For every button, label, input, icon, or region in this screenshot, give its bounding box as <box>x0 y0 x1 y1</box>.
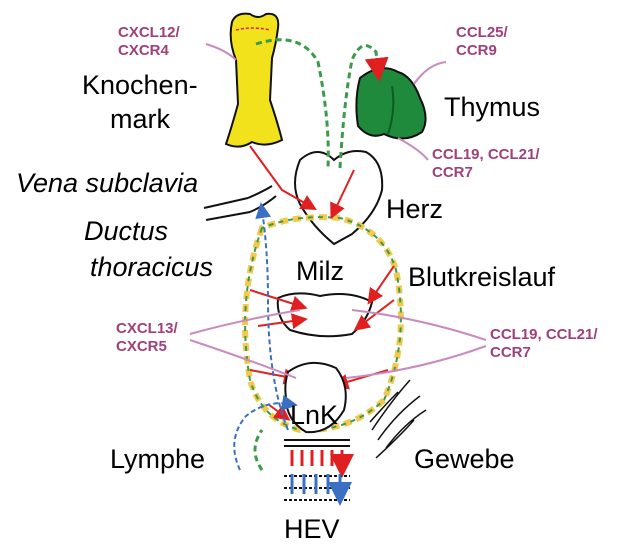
label-milz: Milz <box>296 258 344 285</box>
chemokine-line: CCR9 <box>456 42 508 60</box>
label-hev: HEV <box>284 516 340 543</box>
vena-subclavia-vessel <box>204 186 276 220</box>
label-lymphe: Lymphe <box>110 446 205 473</box>
chemokine-line: CCR7 <box>432 164 540 182</box>
chemokine-line: CXCR4 <box>118 42 180 60</box>
label-lnk: LnK <box>290 402 338 429</box>
spleen-icon <box>278 293 372 336</box>
chemokine-line: CXCL13/ <box>116 320 178 338</box>
chemokine-label-bone-marrow: CXCL12/ CXCR4 <box>118 24 180 60</box>
label-knochenmark-2: mark <box>110 106 170 133</box>
chemokine-line: CCL25/ <box>456 24 508 42</box>
bone-icon <box>226 14 282 147</box>
chemokine-label-spleen-right: CCL19, CCL21/ CCR7 <box>490 326 598 362</box>
chemokine-label-thymus-top: CCL25/ CCR9 <box>456 24 508 60</box>
label-blutkreislauf: Blutkreislauf <box>408 264 555 291</box>
chemokine-line: CCL19, CCL21/ <box>490 326 598 344</box>
chemokine-line: CCR7 <box>490 344 598 362</box>
chemokine-label-spleen-left: CXCL13/ CXCR5 <box>116 320 178 356</box>
chemokine-line: CXCR5 <box>116 338 178 356</box>
label-gewebe: Gewebe <box>414 446 515 473</box>
label-vena-subclavia: Vena subclavia <box>16 170 198 197</box>
label-thymus: Thymus <box>444 94 540 121</box>
chemokine-line: CCL19, CCL21/ <box>432 146 540 164</box>
label-thoracicus: thoracicus <box>90 254 213 281</box>
label-knochenmark-1: Knochen- <box>82 72 198 99</box>
lymph-return-arrows-blue <box>234 210 290 470</box>
label-ductus: Ductus <box>84 218 168 245</box>
thymus-icon <box>356 68 425 138</box>
hev-vessel-icon <box>284 440 350 500</box>
label-herz: Herz <box>386 196 443 223</box>
chemokine-label-thymus-bottom: CCL19, CCL21/ CCR7 <box>432 146 540 182</box>
chemokine-line: CXCL12/ <box>118 24 180 42</box>
